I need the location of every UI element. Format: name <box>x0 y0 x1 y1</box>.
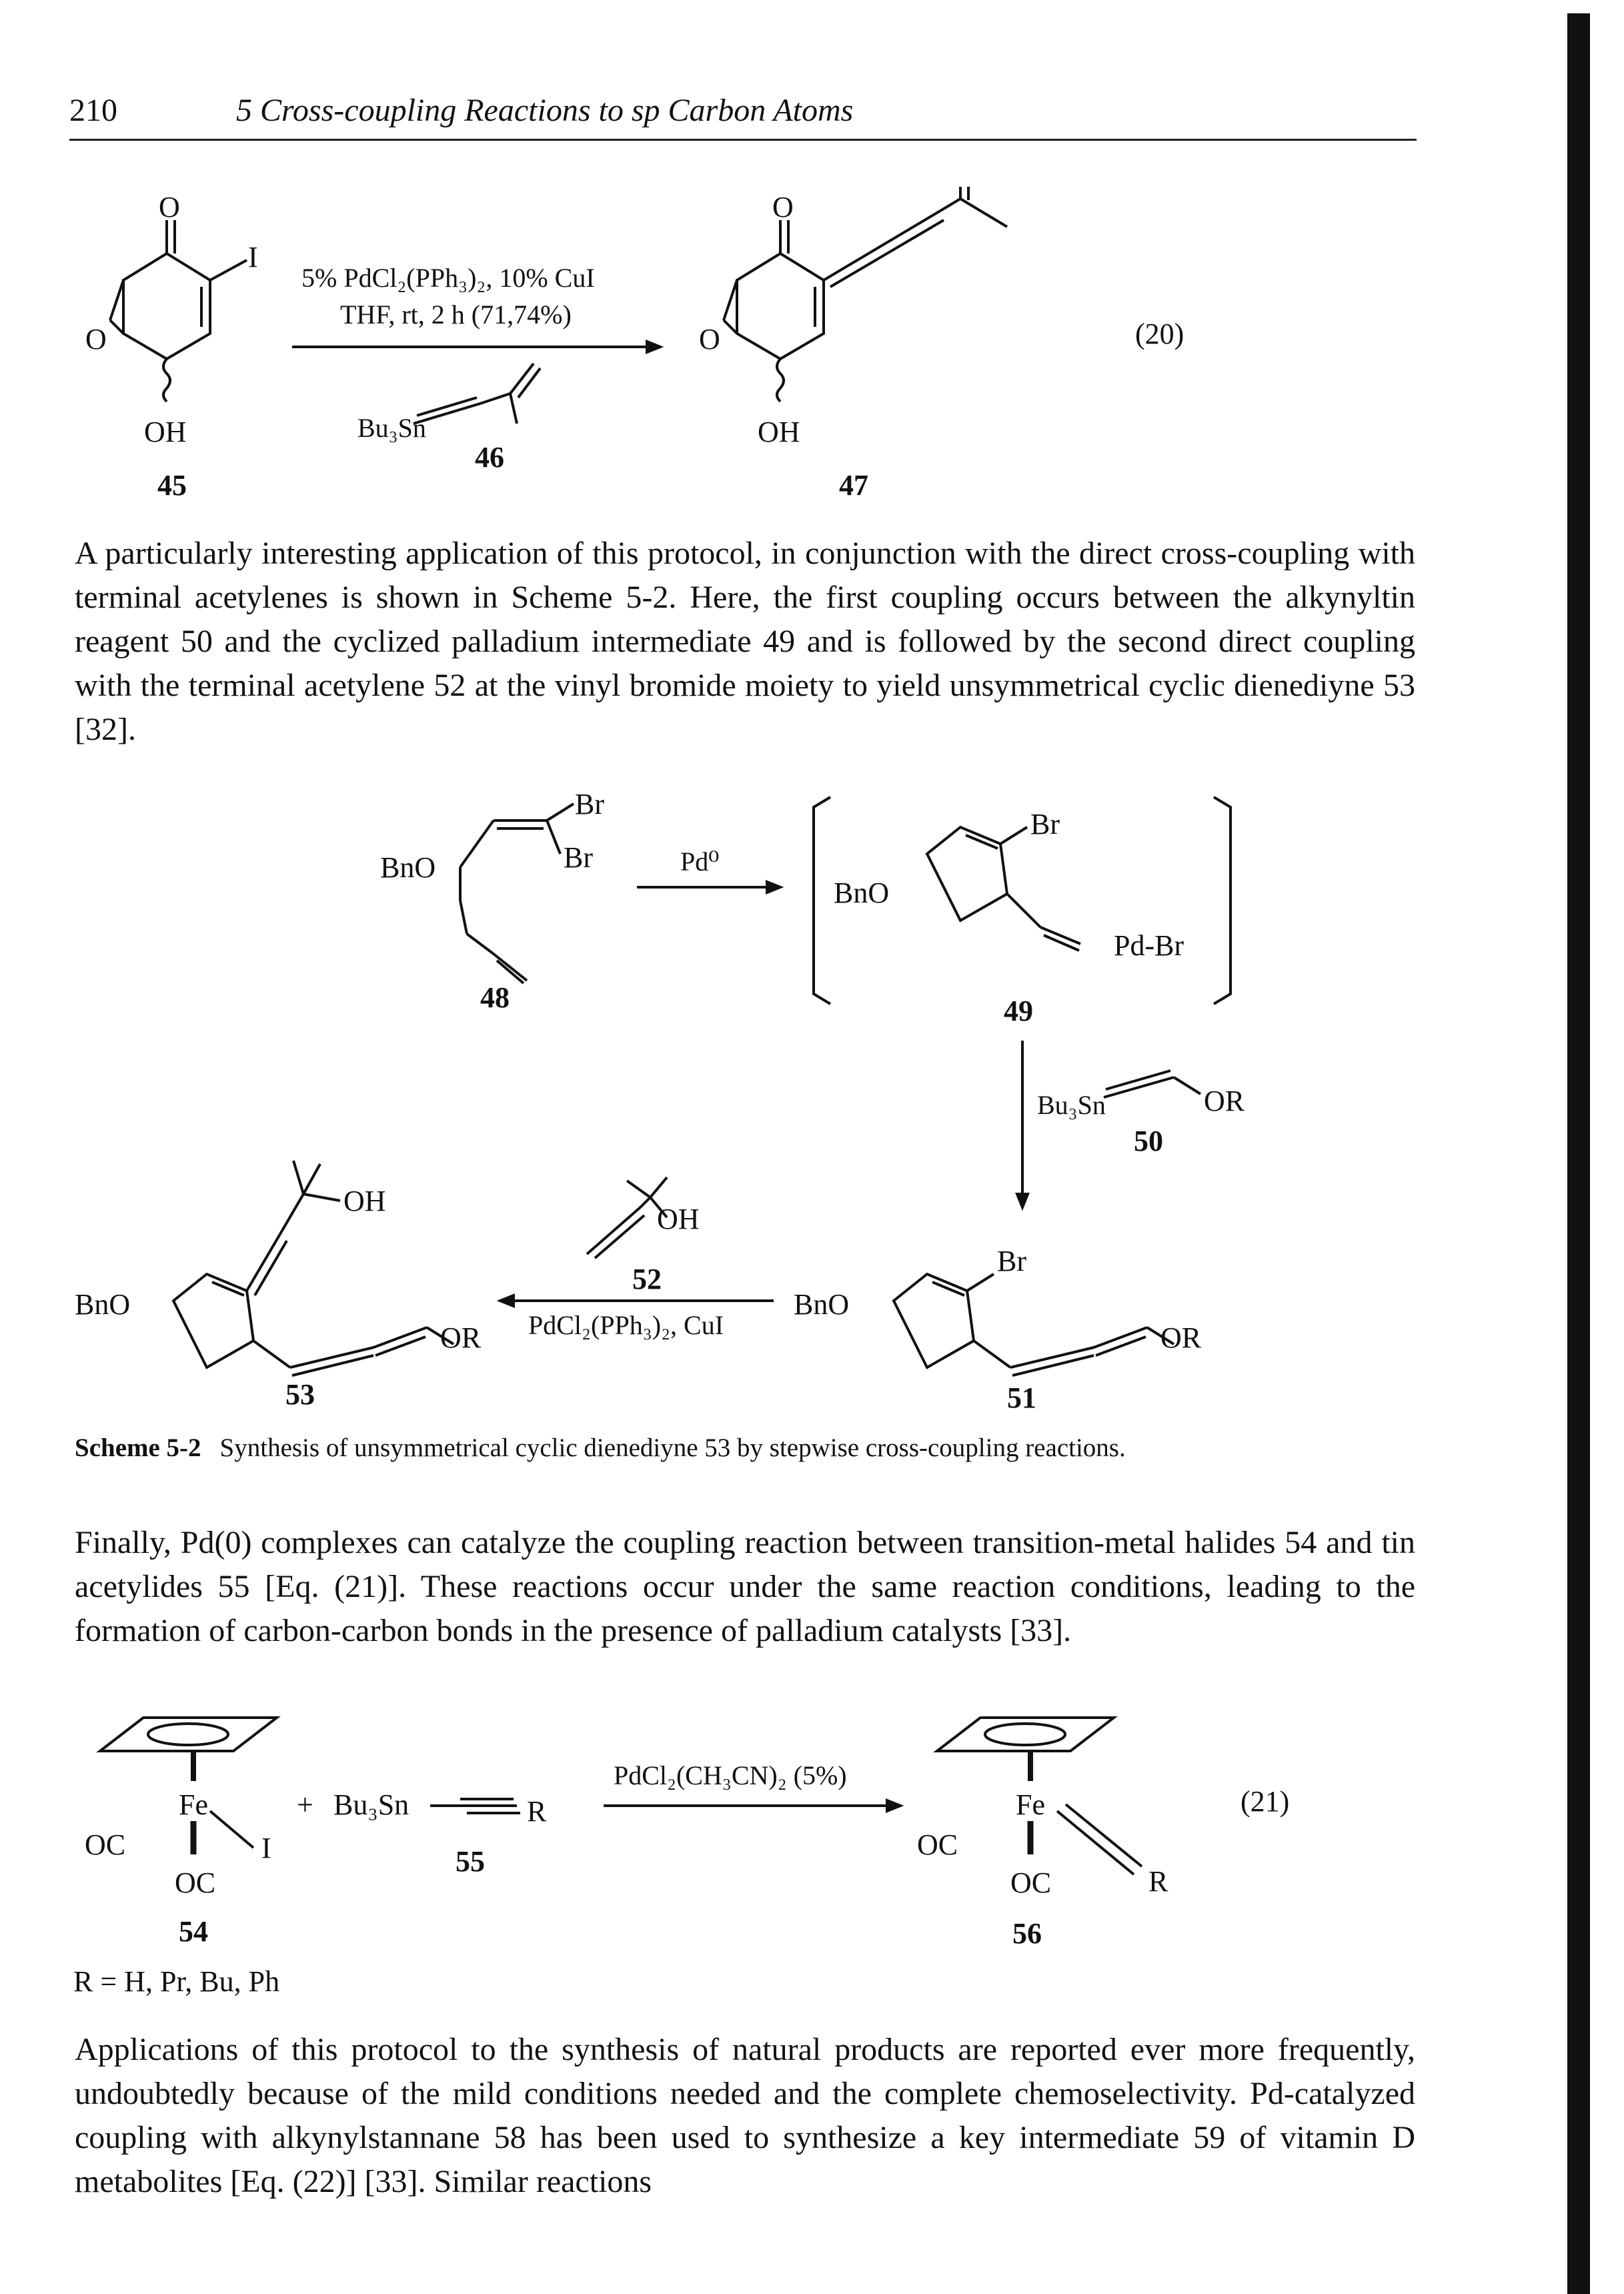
paragraph-2: Finally, Pd(0) complexes can catalyze th… <box>75 1521 1415 1653</box>
paragraph-2-text: Finally, Pd(0) complexes can catalyze th… <box>75 1525 1415 1648</box>
carbonyl-ligand-54-b: OC <box>175 1866 215 1899</box>
caption-text: Synthesis of unsymmetrical cyclic diened… <box>219 1433 1126 1462</box>
bromine-51: Br <box>997 1245 1026 1277</box>
hydroxyl-52: OH <box>657 1203 700 1235</box>
compound-53-structure <box>171 1160 455 1377</box>
eq20-number: (20) <box>1135 318 1184 350</box>
benzyloxy-48: BnO <box>380 851 436 884</box>
reagent-46-structure <box>413 362 542 425</box>
palladium-bromide: Pd-Br <box>1114 929 1184 962</box>
equation-20: O I O OH 45 5% PdCl₂(PPh₃)₂, 10% CuI THF… <box>85 187 1184 502</box>
iodine-label: I <box>248 241 258 273</box>
tributyltin-50: Bu₃Sn <box>1037 1090 1106 1120</box>
caption-label: Scheme 5-2 <box>75 1433 201 1462</box>
compound-number-54: 54 <box>179 1915 208 1948</box>
hydroxyl-47: OH <box>758 416 800 448</box>
paragraph-3-text: Applications of this protocol to the syn… <box>75 2032 1415 2199</box>
benzyloxy-51: BnO <box>794 1288 849 1321</box>
carbonyl-oxygen-47: O <box>772 191 794 223</box>
r-group-56: R <box>1148 1865 1168 1898</box>
compound-number-51: 51 <box>1007 1381 1036 1414</box>
epoxide-oxygen-47: O <box>699 323 720 356</box>
carbonyl-ligand-54-a: OC <box>85 1828 125 1861</box>
hydroxyl-53: OH <box>343 1185 386 1217</box>
eq21-number: (21) <box>1241 1785 1289 1818</box>
compound-number-56: 56 <box>1012 1917 1042 1950</box>
tributyltin-55: Bu₃Sn <box>333 1788 409 1821</box>
compound-number-52: 52 <box>632 1263 662 1295</box>
iron-54: Fe <box>179 1788 208 1821</box>
pd-cui-catalyst: PdCl₂(PPh₃)₂, CuI <box>528 1310 724 1340</box>
eq20-reagents-line1: 5% PdCl₂(PPh₃)₂, 10% CuI <box>301 263 595 293</box>
carbonyl-oxygen-45: O <box>159 191 180 223</box>
compound-number-48: 48 <box>480 981 510 1014</box>
compound-49-structure <box>925 825 1081 952</box>
page-number: 210 <box>69 93 117 128</box>
bromine-48-a: Br <box>575 788 604 820</box>
palladium-zero: Pd⁰ <box>680 846 719 877</box>
compound-51-structure <box>892 1272 1175 1377</box>
reagent-50-structure <box>1103 1069 1202 1099</box>
eq20-reagents-line2: THF, rt, 2 h (71,74%) <box>340 300 572 330</box>
equation-21: Fe OC I OC 54 R = H, Pr, Bu, Ph + Bu₃Sn … <box>73 1716 1289 1998</box>
paragraph-1-text: A particularly interesting application o… <box>75 536 1415 747</box>
reagent-52-structure <box>586 1176 668 1259</box>
hydroxyl-45: OH <box>144 416 187 448</box>
alkoxy-50: OR <box>1204 1085 1245 1117</box>
epoxide-oxygen-45: O <box>85 323 107 356</box>
tributyltin-46: Bu₃Sn <box>357 413 426 443</box>
compound-number-49: 49 <box>1004 995 1033 1027</box>
compound-47-structure <box>722 187 1008 403</box>
iodide-54: I <box>261 1832 271 1864</box>
bromine-49: Br <box>1030 808 1060 840</box>
compound-48-structure <box>459 802 575 985</box>
scheme-caption: Scheme 5-2 Synthesis of unsymmetrical cyc… <box>75 1433 1415 1463</box>
compound-number-53: 53 <box>285 1378 315 1411</box>
compound-54-structure <box>96 1716 281 1854</box>
paragraph-1: A particularly interesting application o… <box>75 532 1415 752</box>
benzyloxy-53: BnO <box>75 1288 130 1321</box>
alkoxy-53: OR <box>440 1321 482 1354</box>
carbonyl-ligand-56-b: OC <box>1010 1866 1051 1899</box>
eq21-reagents: PdCl₂(CH₃CN)₂ (5%) <box>614 1760 847 1790</box>
scheme-5-2: Br Br BnO 48 Pd⁰ Br BnO Pd-Br 49 Bu₃Sn O… <box>75 788 1245 1414</box>
paragraph-3: Applications of this protocol to the syn… <box>75 2028 1415 2204</box>
r-definition: R = H, Pr, Bu, Ph <box>73 1965 279 1998</box>
compound-number-50: 50 <box>1134 1125 1163 1157</box>
iron-56: Fe <box>1016 1788 1045 1821</box>
bracket-right <box>1212 796 1232 1005</box>
compound-number-47: 47 <box>839 469 868 502</box>
carbonyl-ligand-56-a: OC <box>917 1828 958 1861</box>
page-edge-bar <box>1567 13 1590 2294</box>
compound-45-structure <box>109 220 247 403</box>
bromine-48-b: Br <box>564 841 593 874</box>
compound-56-structure <box>933 1716 1143 1876</box>
benzyloxy-49: BnO <box>834 877 889 909</box>
alkoxy-51: OR <box>1160 1321 1202 1354</box>
compound-number-55: 55 <box>456 1845 485 1878</box>
compound-number-45: 45 <box>157 469 187 502</box>
plus-sign: + <box>297 1788 313 1821</box>
page-header: 210 5 Cross-coupling Reactions to sp Car… <box>69 92 1417 141</box>
r-group-55: R <box>527 1795 547 1828</box>
running-title: 5 Cross-coupling Reactions to sp Carbon … <box>236 93 854 128</box>
compound-number-46: 46 <box>475 441 504 474</box>
bracket-left <box>812 796 832 1005</box>
